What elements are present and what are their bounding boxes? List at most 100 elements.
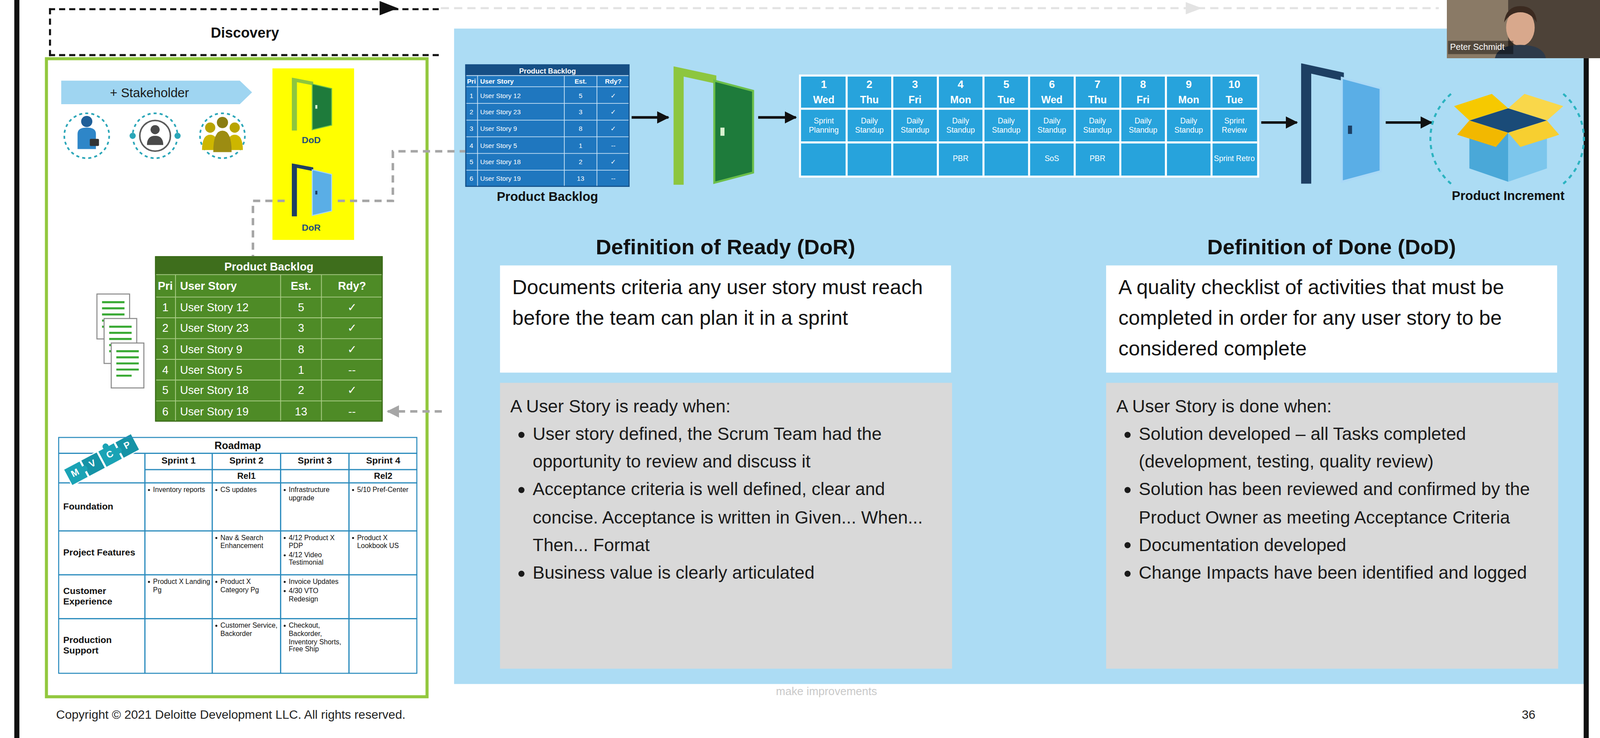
table-cell: User Story 18 bbox=[477, 153, 565, 171]
art-part bbox=[845, 76, 848, 176]
checklist-intro: A User Story is done when: bbox=[1116, 392, 1549, 421]
day-number: 9 bbox=[1165, 77, 1212, 92]
roadmap-cell: Inventory reports bbox=[147, 485, 211, 529]
weekday: Mon bbox=[938, 91, 984, 108]
bullet-dot bbox=[352, 536, 355, 540]
event-label: Daily Standup bbox=[1121, 110, 1166, 142]
row-header: Customer Experience bbox=[60, 574, 144, 619]
table-cell: ✓ bbox=[321, 338, 383, 360]
checklist-item: Business value is clearly articulated bbox=[510, 559, 942, 587]
art-part bbox=[80, 115, 93, 128]
table-cell: User Story 12 bbox=[477, 86, 565, 104]
art-part bbox=[80, 464, 89, 473]
table-cell: -- bbox=[596, 136, 630, 154]
art-part bbox=[801, 76, 1258, 176]
art-part bbox=[982, 76, 985, 176]
table-cell: 5 bbox=[280, 297, 322, 318]
document-icon bbox=[111, 343, 144, 389]
table-cell: 2 bbox=[155, 317, 176, 339]
table-cell: User Story 9 bbox=[477, 119, 565, 137]
roadmap-cell: Customer Service, Backorder bbox=[214, 621, 279, 672]
art-part bbox=[1453, 94, 1509, 121]
definition-box: Definition of Ready (DoR)Documents crite… bbox=[500, 265, 952, 373]
event-label: Sprint Retro bbox=[1212, 143, 1257, 176]
bullet-dot bbox=[147, 488, 151, 492]
table-cell: Est. bbox=[280, 274, 322, 297]
table-cell: Rdy? bbox=[321, 274, 383, 297]
row-header: Production Support bbox=[60, 618, 144, 674]
art-part bbox=[155, 296, 383, 298]
bullet-dot bbox=[1124, 570, 1131, 577]
bullet-dot bbox=[215, 536, 218, 540]
roadmap-item: Product X Landing Pg bbox=[147, 577, 211, 594]
table-cell: User Story 12 bbox=[175, 297, 281, 318]
art-part bbox=[155, 358, 383, 360]
art-part bbox=[64, 113, 110, 159]
bullet-dot bbox=[215, 580, 218, 584]
art-part bbox=[801, 76, 1258, 176]
bullet-dot bbox=[283, 589, 287, 593]
roadmap-grid bbox=[58, 436, 418, 674]
art-part bbox=[348, 453, 350, 674]
column-header: Sprint 2 bbox=[212, 453, 281, 470]
event-label: Daily Standup bbox=[893, 110, 938, 142]
bullet-dot bbox=[283, 580, 287, 584]
table-cell: 13 bbox=[564, 170, 598, 187]
door-icon bbox=[1301, 63, 1381, 184]
table-cell: 1 bbox=[564, 136, 598, 154]
dashed-connector bbox=[337, 151, 466, 201]
table-cell: ✓ bbox=[321, 297, 383, 318]
art-part bbox=[155, 338, 383, 340]
table-title: Product Backlog bbox=[156, 257, 382, 276]
art-part bbox=[1504, 6, 1537, 23]
event-label: PBR bbox=[938, 143, 983, 176]
roadmap-item: 5/10 Pref-Center bbox=[350, 485, 416, 494]
art-part bbox=[465, 75, 630, 187]
event-label: Daily Standup bbox=[847, 110, 892, 142]
day-number: 10 bbox=[1211, 77, 1257, 92]
faint-arrowhead bbox=[1185, 2, 1202, 15]
puzzle-letter: V bbox=[83, 454, 103, 474]
art-part bbox=[114, 446, 123, 455]
roadmap-item: Checkout, Backorder, Inventory Shorts, F… bbox=[282, 621, 347, 654]
art-part bbox=[321, 274, 323, 422]
checklist-box: A User Story is ready when:User story de… bbox=[500, 382, 953, 669]
table-cell: User Story 23 bbox=[477, 103, 565, 120]
art-part bbox=[147, 135, 164, 145]
event-label: Daily Standup bbox=[1075, 110, 1120, 142]
column-header: Sprint 3 bbox=[280, 453, 349, 470]
art-part bbox=[801, 141, 1258, 144]
roadmap-item: 4/30 VTO Redesign bbox=[282, 586, 347, 603]
table-cell: Est. bbox=[564, 75, 598, 88]
bullet-dot bbox=[283, 488, 287, 492]
roadmap-cell: Product X Landing Pg bbox=[147, 577, 211, 617]
definition-box: Definition of Done (DoD)A quality checkl… bbox=[1106, 265, 1558, 373]
bullet-dot bbox=[283, 624, 287, 627]
art-part bbox=[465, 86, 630, 88]
row-header: Project Features bbox=[60, 530, 144, 575]
table-cell: 8 bbox=[280, 338, 322, 360]
bullet-dot bbox=[1124, 431, 1131, 438]
day-number: 3 bbox=[892, 77, 938, 92]
art-part bbox=[217, 116, 229, 129]
table-cell: 6 bbox=[465, 170, 478, 187]
roadmap-cell: Infrastructure upgrade bbox=[282, 485, 347, 529]
art-part bbox=[1028, 76, 1031, 176]
art-part bbox=[229, 122, 240, 133]
table-cell: 2 bbox=[465, 103, 478, 120]
roadmap-cell: Invoice Updates4/30 VTO Redesign bbox=[282, 577, 347, 617]
art-part bbox=[465, 102, 630, 104]
table-cell: User Story 19 bbox=[477, 170, 565, 187]
art-part bbox=[477, 75, 479, 187]
faint-text: make improvements bbox=[703, 684, 949, 697]
art-part bbox=[465, 119, 630, 121]
day-number: 6 bbox=[1029, 77, 1075, 92]
weekday: Thu bbox=[846, 91, 893, 108]
bullet-dot bbox=[283, 536, 287, 540]
roadmap-cell: Checkout, Backorder, Inventory Shorts, F… bbox=[282, 621, 347, 672]
ready-door: DoR bbox=[284, 160, 338, 233]
art-part bbox=[798, 74, 1260, 178]
table-cell: User Story 18 bbox=[175, 379, 281, 401]
table-cell: 1 bbox=[155, 297, 176, 318]
roadmap-item: Product X Lookbook US bbox=[350, 533, 416, 550]
